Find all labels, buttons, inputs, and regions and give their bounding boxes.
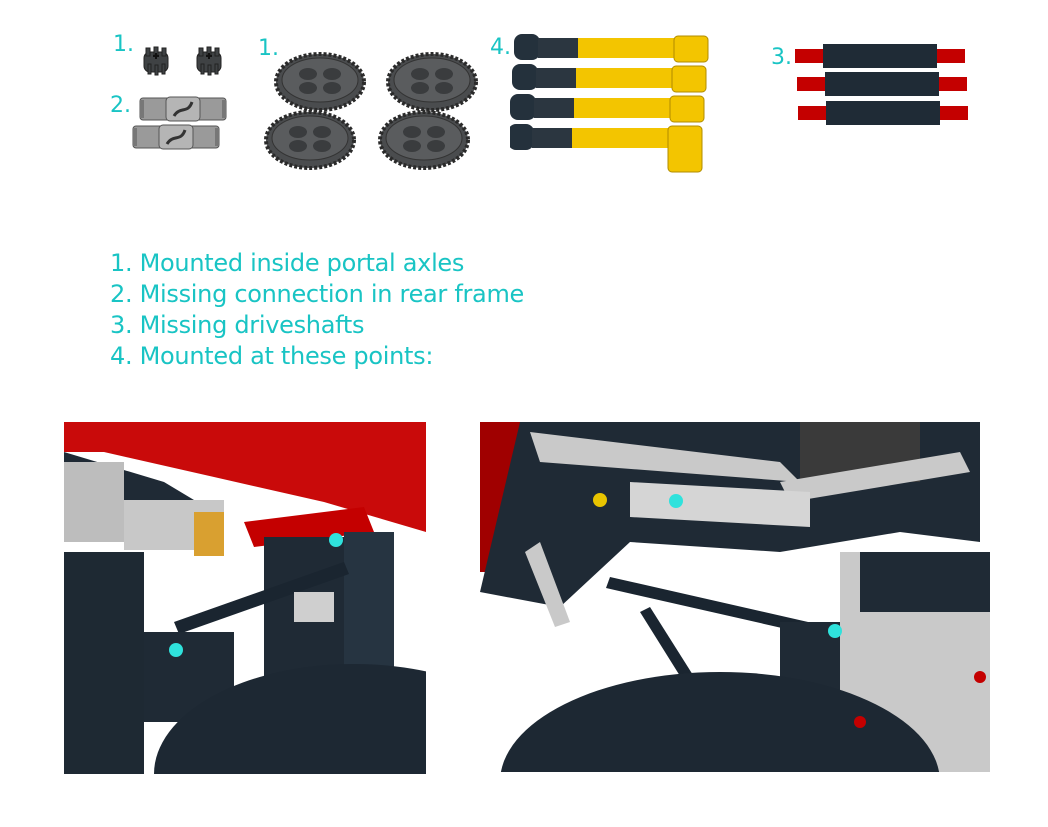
- note-line: 2. Missing connection in rear frame: [110, 280, 525, 308]
- large-gear-icon: [264, 110, 356, 170]
- small-gear-icon: [196, 46, 222, 76]
- large-gear-icon: [386, 52, 478, 112]
- label-2: 2.: [110, 93, 131, 118]
- label-4: 4.: [490, 35, 511, 60]
- small-gear-icon: [143, 46, 169, 76]
- large-gear-icon: [274, 52, 366, 112]
- driveshaft-icon: [795, 44, 968, 125]
- label-3: 3.: [771, 45, 792, 70]
- notes-list: 1. Mounted inside portal axles 2. Missin…: [110, 248, 524, 372]
- rear-suspension-photo: [480, 422, 990, 772]
- label-1b: 1.: [258, 36, 279, 61]
- note-line: 4. Mounted at these points:: [110, 342, 434, 370]
- universal-joint-icon: [132, 124, 220, 150]
- label-1a: 1.: [113, 32, 134, 57]
- note-line: 1. Mounted inside portal axles: [110, 249, 465, 277]
- large-gear-icon: [378, 110, 470, 170]
- front-suspension-photo: [64, 422, 426, 774]
- note-line: 3. Missing driveshafts: [110, 311, 365, 339]
- shock-absorber-icon: [510, 34, 709, 173]
- universal-joint-icon: [139, 96, 227, 122]
